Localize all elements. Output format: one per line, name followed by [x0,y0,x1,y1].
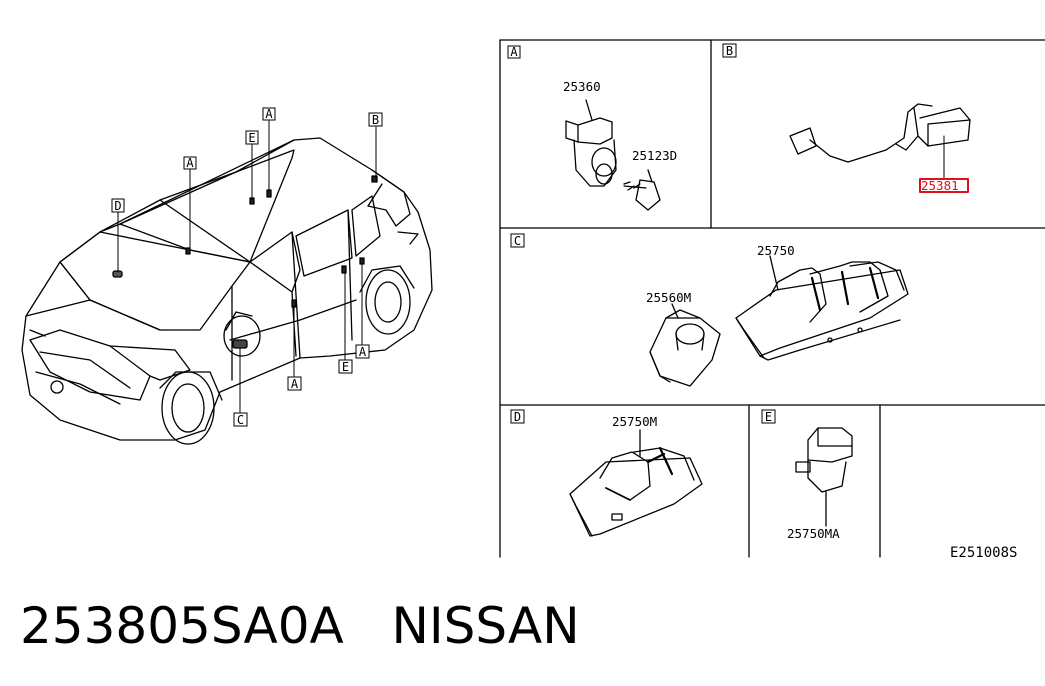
part-25381-illustration [789,103,971,179]
part-25750m-illustration [569,429,703,537]
part-25123d-illustration [623,169,661,211]
car-illustration [21,137,433,445]
callout-a-roof: A [265,107,273,121]
callout-a-rear-door: A [359,345,367,359]
callout-a-hood: A [186,156,194,170]
callout-e-rear-door: E [342,360,349,374]
panel-e-letter: E [765,410,772,424]
callout-a-door: A [291,377,299,391]
panel-a-letter: A [510,45,518,59]
panel-c-letter: C [514,234,521,248]
callout-d-front: D [114,199,121,213]
caption-part-number: 253805SA0A [20,597,344,655]
panel-grid [499,39,1045,558]
diagram-code: E251008S [950,545,1017,561]
callout-e-roof: E [248,131,255,145]
part-25360-illustration [565,99,617,187]
part-label-25750: 25750 [757,243,795,258]
part-label-25381: 25381 [921,178,959,193]
part-label-25560m: 25560M [646,290,691,305]
callout-b-rear: B [372,113,379,127]
caption-brand: NISSAN [391,597,580,655]
parts-diagram: A E A B D C A E A A B C D E 25360 25123D [21,39,1045,561]
part-label-25750ma: 25750MA [787,526,840,541]
part-label-25123d: 25123D [632,148,677,163]
leader-lines [117,120,377,413]
panel-b-letter: B [726,44,733,58]
part-label-25750m: 25750M [612,414,657,429]
part-caption: 253805SA0A NISSAN [20,596,580,656]
part-label-25360: 25360 [563,79,601,94]
part-25560m-illustration [649,303,721,387]
callout-c-mirror: C [237,413,244,427]
part-25750ma-illustration [795,427,853,527]
panel-d-letter: D [514,410,521,424]
part-25750-illustration [735,255,909,361]
part-25381-highlight [919,178,969,193]
caption-spacer [344,597,392,655]
